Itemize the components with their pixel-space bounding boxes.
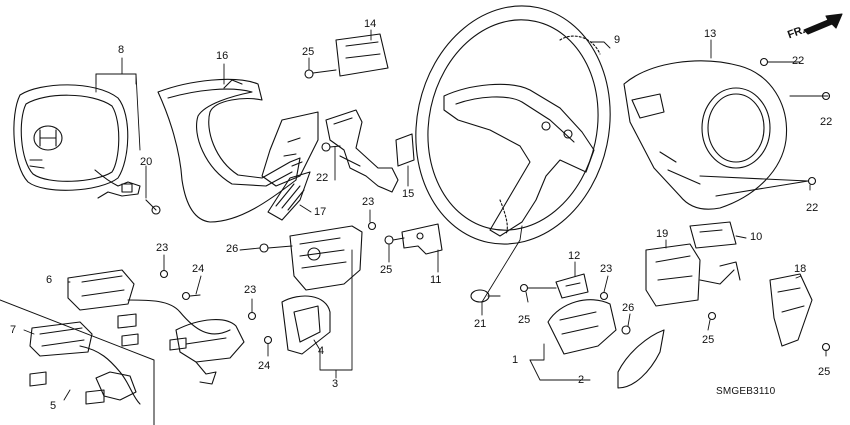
cruise-switch-screw-24 <box>181 291 201 301</box>
callout-15: 15 <box>402 188 415 200</box>
stay-screw-25 <box>384 235 405 245</box>
lower-cover <box>157 78 301 223</box>
switch-bracket <box>325 109 415 193</box>
steering-wheel <box>415 5 611 245</box>
cruise-cover-screw <box>821 342 831 352</box>
callout-22-c: 22 <box>806 202 819 214</box>
steering-switch-right <box>547 299 617 355</box>
callout-18: 18 <box>794 263 807 275</box>
audio-switch-screw <box>707 311 717 321</box>
callout-23-c: 23 <box>244 284 257 296</box>
diagram-code: SMGEB3110 <box>716 386 776 397</box>
callout-26-a: 26 <box>226 243 239 255</box>
callout-10: 10 <box>750 231 763 243</box>
bracket-screw <box>321 142 341 152</box>
callout-21: 21 <box>474 318 487 330</box>
callout-23-d: 23 <box>600 263 613 275</box>
cruise-switch-cover <box>769 273 813 347</box>
callout-5: 5 <box>50 400 57 412</box>
callout-19: 19 <box>656 228 669 240</box>
front-arrow-icon <box>803 13 843 35</box>
callout-7: 7 <box>10 324 17 336</box>
callout-25-b: 25 <box>380 264 393 276</box>
switch-panel-left <box>261 111 319 187</box>
audio-remote-switch <box>29 321 141 405</box>
airbag-screw <box>145 199 161 215</box>
callout-23-b: 23 <box>156 242 169 254</box>
switch-harness <box>169 319 245 385</box>
callout-3: 3 <box>332 378 339 390</box>
horn-contact <box>555 273 589 299</box>
switch-screw-26 <box>621 325 631 335</box>
callout-22-b: 22 <box>820 116 833 128</box>
driver-airbag-module <box>13 84 141 199</box>
audio-switch <box>645 243 741 307</box>
contact-screw-25 <box>519 283 557 293</box>
callout-25-top: 25 <box>302 46 315 58</box>
callout-13: 13 <box>704 28 717 40</box>
callout-26-b: 26 <box>622 302 635 314</box>
callout-6: 6 <box>46 274 53 286</box>
mounting-stay <box>401 223 443 255</box>
cable-reel-housing <box>289 225 363 291</box>
callout-14: 14 <box>364 18 377 30</box>
callout-22-a: 22 <box>792 55 805 67</box>
rear-cover <box>623 60 788 210</box>
rear-cover-screws <box>699 57 831 197</box>
callout-17: 17 <box>314 206 327 218</box>
housing-screw-26 <box>259 243 293 253</box>
callout-4: 4 <box>318 345 325 357</box>
harness-screw-23 <box>247 311 257 321</box>
wheel-bolt <box>470 289 501 303</box>
cruise-control-switch <box>67 269 231 347</box>
callout-16: 16 <box>216 50 229 62</box>
callout-25-d: 25 <box>702 334 715 346</box>
callout-24-b: 24 <box>258 360 271 372</box>
cruise-switch-screw-23 <box>159 269 169 279</box>
callout-20: 20 <box>140 156 153 168</box>
callout-2: 2 <box>578 374 585 386</box>
callout-12: 12 <box>568 250 581 262</box>
callout-25-e: 25 <box>818 366 831 378</box>
callout-11: 11 <box>430 274 442 286</box>
housing-screw-23 <box>367 221 377 231</box>
callout-22-d: 22 <box>316 172 329 184</box>
callout-9: 9 <box>614 34 621 46</box>
callout-25-c: 25 <box>518 314 531 326</box>
callout-8: 8 <box>118 44 125 56</box>
leader-lines <box>23 29 829 401</box>
harness-screw-24 <box>263 335 273 345</box>
switch-cover-right <box>617 329 665 389</box>
section-divider <box>0 299 155 425</box>
callout-24-a: 24 <box>192 263 205 275</box>
bracket-screw-top <box>304 69 337 79</box>
contact-screw-23 <box>599 291 609 301</box>
callout-1: 1 <box>512 354 519 366</box>
spring-plate <box>689 221 737 249</box>
switch-cover-grille <box>267 171 311 221</box>
cruise-switch-bracket <box>335 33 389 77</box>
callout-23-a: 23 <box>362 196 375 208</box>
